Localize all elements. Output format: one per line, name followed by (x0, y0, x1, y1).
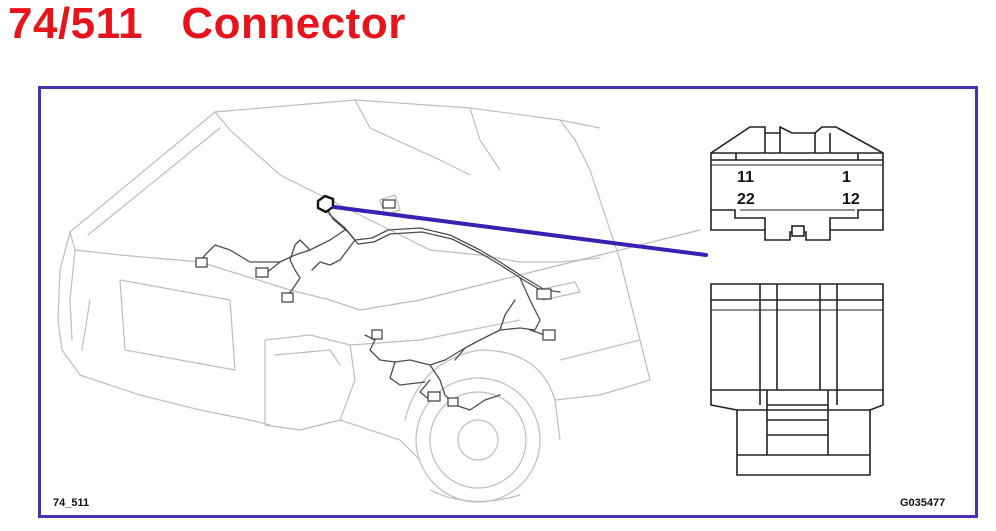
pin-label-1: 1 (842, 169, 851, 186)
pin-label-12: 12 (842, 191, 860, 208)
pin-label-11: 11 (737, 169, 754, 186)
harness-connectors (195, 199, 556, 407)
pin-label-22: 22 (737, 191, 755, 208)
page-title: 74/511 Connector (8, 0, 406, 48)
connector-marker-icon (316, 194, 335, 214)
diagram-reference-code: 74_511 (53, 497, 90, 509)
wiring-harness (199, 204, 561, 411)
car-outline (57, 99, 701, 503)
connector-face-view (710, 125, 884, 241)
pointer-line (332, 205, 708, 257)
figure-id-code: G035477 (900, 497, 946, 509)
connector-side-view (710, 283, 884, 476)
